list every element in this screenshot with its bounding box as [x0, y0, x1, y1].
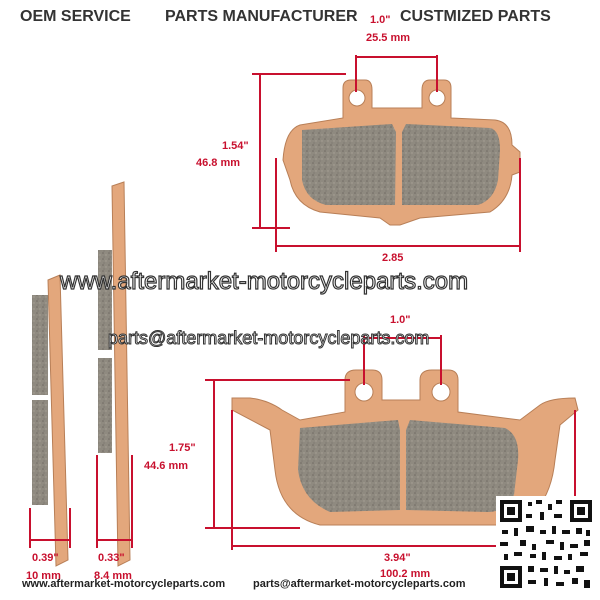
watermark-email: parts@aftermarket-motorcycleparts.com: [107, 328, 430, 349]
side-view-right-plate: [111, 181, 131, 567]
bottom-pad-pin-inch: 1.0": [390, 314, 411, 326]
top-pad-height-mm: 46.8 mm: [196, 157, 241, 169]
side-left-mm: 10 mm: [26, 570, 61, 582]
bottom-pad-height-inch: 1.75": [169, 442, 196, 454]
top-pad-height-inch: 1.54": [222, 140, 249, 152]
footer-site[interactable]: www.aftermarket-motorcycleparts.com: [22, 578, 226, 590]
header-parts-manufacturer: PARTS MANUFACTURER: [165, 8, 358, 25]
top-pad-friction-right: [402, 124, 500, 205]
qr-code: [496, 496, 596, 592]
side-view-left-plate: [47, 274, 69, 567]
bottom-pad-height-mm: 44.6 mm: [144, 460, 189, 472]
bottom-pad-width-inch: 3.94": [384, 552, 411, 564]
bottom-pad-width-mm: 100.2 mm: [380, 568, 431, 580]
top-pad-friction-left: [302, 124, 396, 205]
watermark-site: www.aftermarket-motorcycleparts.com: [59, 267, 469, 295]
side-right-mm: 8.4 mm: [94, 570, 132, 582]
top-pad-width-inch: 2.85: [382, 252, 404, 264]
top-pad-pin-inch: 1.0": [370, 14, 391, 26]
header-oem-service: OEM SERVICE: [20, 8, 131, 25]
side-left-inch: 0.39": [32, 552, 59, 564]
footer-email[interactable]: parts@aftermarket-motorcycleparts.com: [253, 578, 466, 590]
header-customized-parts: CUSTMIZED PARTS: [400, 8, 551, 25]
top-pad-pin-mm: 25.5 mm: [366, 32, 411, 44]
side-view-right-friction-top: [98, 250, 112, 350]
side-view-left-friction-bottom: [32, 400, 48, 505]
side-view-right-friction-bottom: [98, 358, 112, 453]
bottom-pad-friction-right: [406, 420, 519, 512]
bottom-pad-friction-left: [298, 420, 400, 512]
side-right-inch: 0.33": [98, 552, 125, 564]
side-view-left-friction-top: [32, 295, 48, 395]
